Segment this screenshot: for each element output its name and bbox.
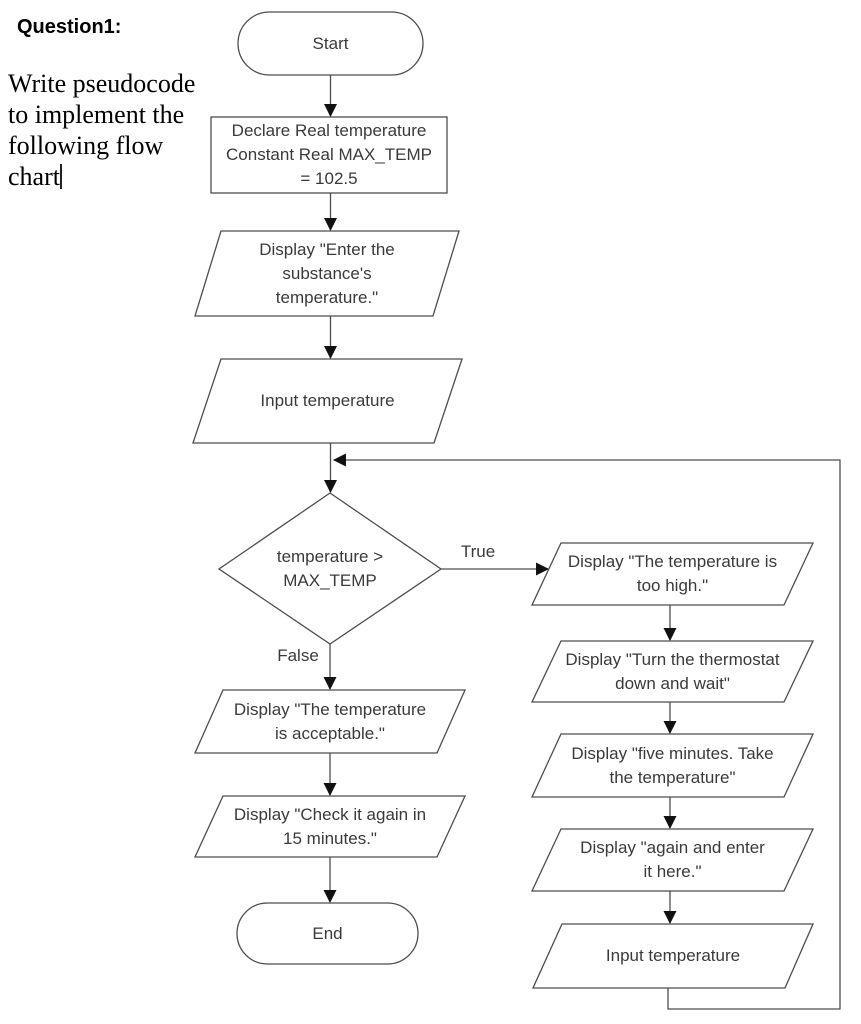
feedback-loop-line bbox=[332, 453, 841, 1010]
display-acceptable-io-shape bbox=[193, 689, 467, 754]
display-turn-thermostat-io-shape bbox=[530, 640, 815, 703]
true-branch-label: True bbox=[460, 542, 496, 561]
display-five-minutes-io-shape bbox=[530, 733, 815, 798]
decision-diamond-shape bbox=[217, 492, 443, 645]
input-temperature-1-io-shape bbox=[192, 358, 463, 444]
false-branch-label: False bbox=[277, 646, 319, 665]
question-body-text: Write pseudocode to implement the follow… bbox=[8, 69, 196, 191]
end-terminator-shape bbox=[236, 902, 419, 965]
question-heading: Question1: bbox=[17, 16, 122, 38]
display-again-enter-io-shape bbox=[530, 828, 815, 892]
display-check-again-io-shape bbox=[193, 795, 467, 858]
start-terminator-shape bbox=[237, 11, 424, 76]
text-cursor bbox=[59, 164, 62, 189]
declare-process-shape bbox=[210, 116, 448, 194]
display-too-high-io-shape bbox=[530, 542, 815, 606]
question-body: Write pseudocode to implement the follow… bbox=[8, 68, 196, 192]
display-enter-io-shape bbox=[194, 230, 460, 317]
question-block: Question1: Write pseudocode to implement… bbox=[8, 14, 196, 192]
input-temperature-2-io-shape bbox=[531, 923, 814, 989]
